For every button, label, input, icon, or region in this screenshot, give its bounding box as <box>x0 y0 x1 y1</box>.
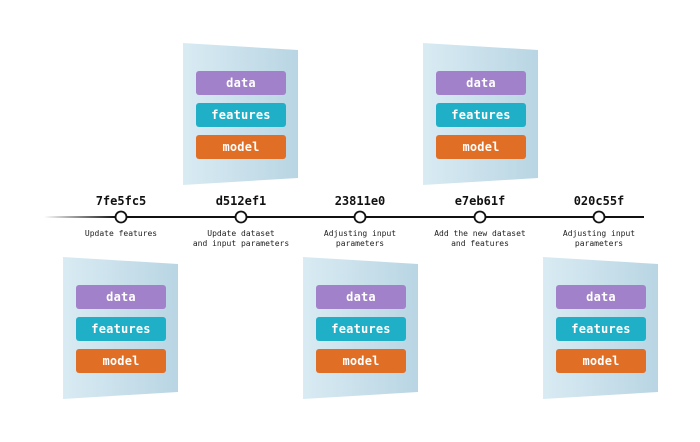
card-stack-e7eb61f: data features model <box>436 71 526 159</box>
timeline-line <box>44 216 644 218</box>
features-pill: features <box>436 103 526 127</box>
data-pill: data <box>436 71 526 95</box>
commit-node-23811e0 <box>353 210 367 224</box>
card-stack-23811e0: data features model <box>316 285 406 373</box>
commit-hash: 7fe5fc5 <box>95 194 147 208</box>
features-pill: features <box>556 317 646 341</box>
data-pill: data <box>556 285 646 309</box>
data-pill: data <box>196 71 286 95</box>
model-pill: model <box>316 349 406 373</box>
card-stack-7fe5fc5: data features model <box>76 285 166 373</box>
commit-message: Adjusting input parameters <box>562 229 636 248</box>
card-stack-020c55f: data features model <box>556 285 646 373</box>
data-pill: data <box>316 285 406 309</box>
commit-node-020c55f <box>592 210 606 224</box>
features-pill: features <box>76 317 166 341</box>
commit-message: Adjusting input parameters <box>323 229 397 248</box>
commit-node-e7eb61f <box>473 210 487 224</box>
model-pill: model <box>196 135 286 159</box>
commit-node-d512ef1 <box>234 210 248 224</box>
commit-hash: e7eb61f <box>454 194 506 208</box>
model-pill: model <box>556 349 646 373</box>
commit-message: Update dataset and input parameters <box>192 229 290 248</box>
data-pill: data <box>76 285 166 309</box>
model-pill: model <box>76 349 166 373</box>
model-pill: model <box>436 135 526 159</box>
features-pill: features <box>196 103 286 127</box>
commit-hash: 020c55f <box>573 194 625 208</box>
card-stack-d512ef1: data features model <box>196 71 286 159</box>
commit-hash: 23811e0 <box>334 194 386 208</box>
features-pill: features <box>316 317 406 341</box>
commit-message: Add the new dataset and features <box>434 229 526 248</box>
commit-message: Update features <box>84 229 158 238</box>
commit-hash: d512ef1 <box>215 194 267 208</box>
commit-node-7fe5fc5 <box>114 210 128 224</box>
